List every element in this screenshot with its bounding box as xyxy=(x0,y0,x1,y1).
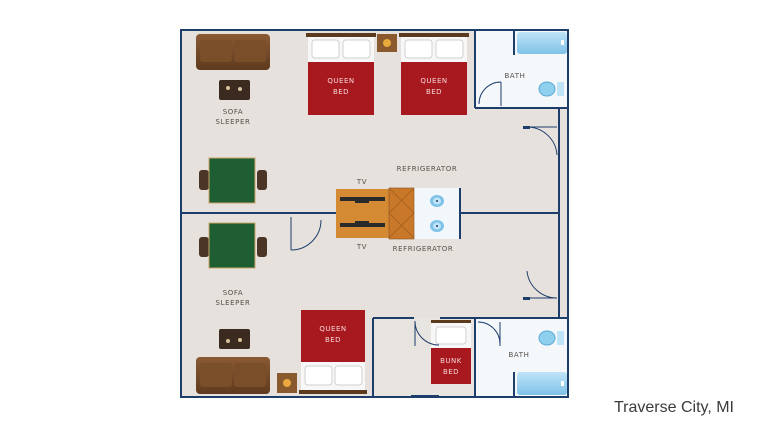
lower-bath-label: BATH xyxy=(508,351,530,359)
bunk-bed-label: BUNK BED xyxy=(440,357,462,376)
kitchenette-counter xyxy=(388,187,415,240)
upper-tv-console xyxy=(336,189,389,213)
entry-mark-lower xyxy=(523,297,530,300)
entry-mark-bottom xyxy=(411,395,439,398)
upper-dining-table xyxy=(199,157,267,204)
bunk-bed xyxy=(431,320,471,384)
upper-toilet xyxy=(538,81,564,97)
doors xyxy=(290,81,558,346)
lower-tv-console xyxy=(336,213,389,238)
lower-queen-bed-label: QUEEN BED xyxy=(319,325,347,344)
upper-sofa-label: SOFA SLEEPER xyxy=(215,108,251,126)
upper-coffee-table xyxy=(219,80,250,100)
entry-mark-upper xyxy=(523,126,530,129)
upper-queen-bed-2 xyxy=(399,33,469,115)
lower-queen-bed xyxy=(299,310,367,394)
walls xyxy=(180,29,569,398)
lower-sink-icon xyxy=(430,220,444,232)
upper-refrigerator-label: REFRIGERATOR xyxy=(396,165,458,173)
lower-tv-label: TV xyxy=(356,243,368,251)
location-caption: Traverse City, MI xyxy=(613,399,734,416)
nightstand xyxy=(377,34,397,52)
lower-toilet xyxy=(538,330,564,346)
lower-bathtub xyxy=(517,372,567,395)
lower-nightstand xyxy=(277,373,297,393)
lower-sofa xyxy=(196,357,270,394)
lower-sofa-label: SOFA SLEEPER xyxy=(215,289,251,307)
upper-bath-label: BATH xyxy=(504,72,526,80)
lower-refrigerator-label: REFRIGERATOR xyxy=(392,245,454,253)
upper-bathtub xyxy=(517,32,567,54)
upper-sink-icon xyxy=(430,195,444,207)
upper-tv-label: TV xyxy=(356,178,368,186)
upper-queen-bed-1 xyxy=(306,33,376,115)
upper-queen-bed-2-label: QUEEN BED xyxy=(420,77,448,96)
upper-sofa xyxy=(196,34,270,70)
upper-queen-bed-1-label: QUEEN BED xyxy=(327,77,355,96)
lower-dining-table xyxy=(199,222,267,269)
lower-coffee-table xyxy=(219,329,250,349)
